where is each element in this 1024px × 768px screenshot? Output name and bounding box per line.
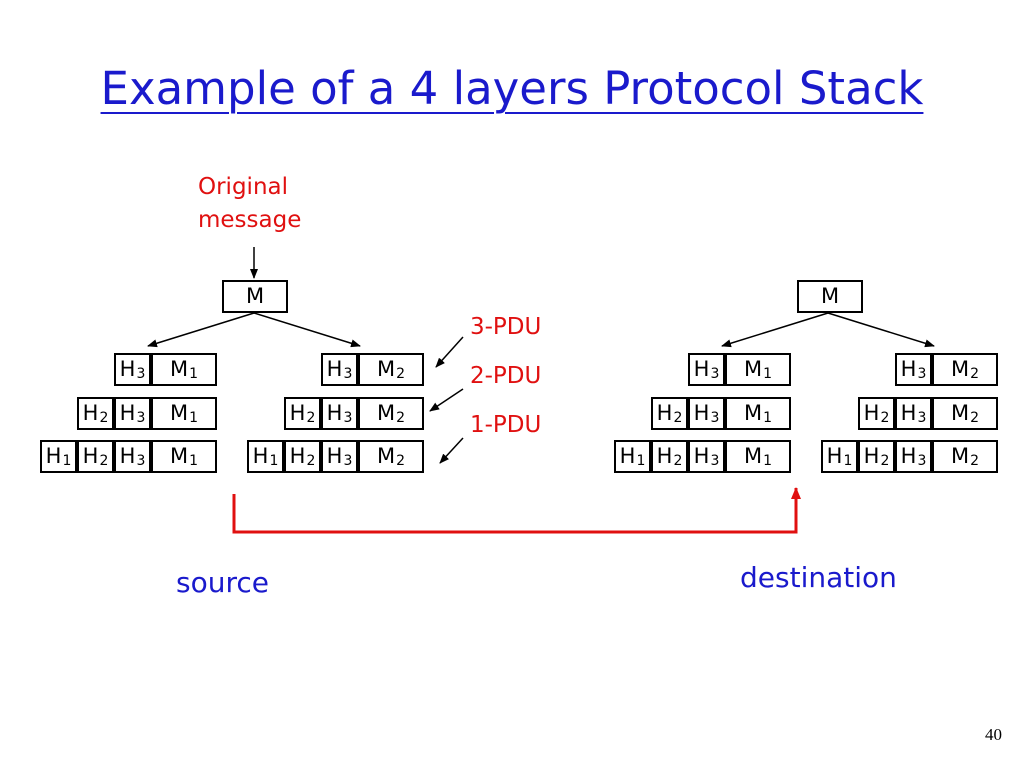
page-number: 40 — [985, 725, 1002, 744]
destination-label: destination — [740, 561, 897, 594]
pdu3-arrow — [435, 336, 464, 368]
pdu-label-3: 3-PDU — [470, 314, 542, 340]
original-message-box: M — [222, 280, 288, 313]
pdu-label-2: 2-PDU — [470, 363, 542, 389]
pdu-label-1: 1-PDU — [470, 412, 542, 438]
pdu1-arrow — [439, 437, 464, 464]
left-split-arrow-2 — [253, 312, 361, 348]
transmission-path — [232, 487, 801, 534]
source-label: source — [176, 566, 269, 599]
right-split-arrow-2 — [827, 312, 935, 348]
original-message-line-1: Original — [198, 174, 289, 200]
right-split-arrow-1 — [721, 312, 829, 348]
slide-title: Example of a 4 layers Protocol Stack — [100, 62, 924, 115]
original-message-line-2: message — [198, 207, 302, 233]
left-split-arrow-1 — [147, 312, 255, 348]
pdu2-arrow — [429, 388, 464, 412]
received-message-box: M — [797, 280, 863, 313]
original-message-label: Original message — [198, 171, 301, 237]
